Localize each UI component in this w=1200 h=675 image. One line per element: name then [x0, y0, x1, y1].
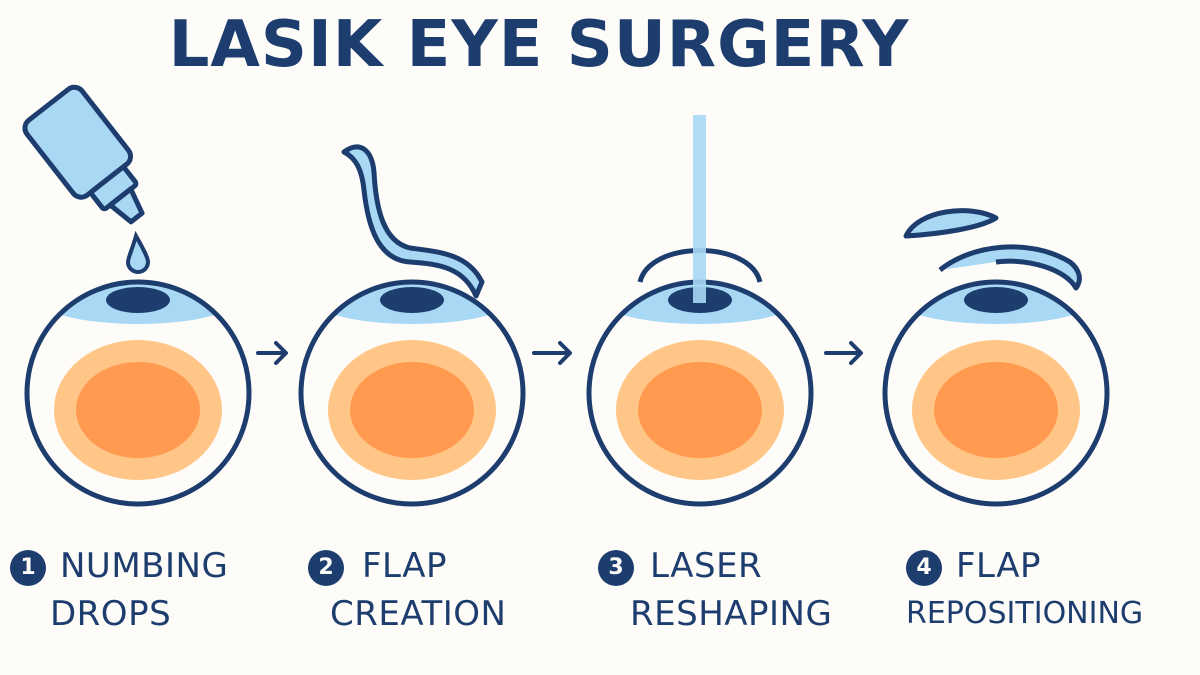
step-2: 2 FLAP CREATION [308, 542, 506, 638]
step-label-line1: NUMBING [60, 546, 229, 586]
flap-reposition-icon [903, 208, 999, 239]
step-number-badge: 3 [598, 550, 634, 586]
step-1: 1 NUMBING DROPS [10, 542, 228, 638]
step-label-line2: RESHAPING [630, 594, 833, 634]
step-label-line1: FLAP [362, 546, 448, 586]
arrow-right-icon [824, 341, 863, 365]
page-title: LASIK EYE SURGERY [168, 8, 910, 82]
eye-2 [298, 279, 526, 507]
arrow-right-icon [532, 341, 572, 365]
step-label: LASER RESHAPING [630, 542, 832, 638]
step-number-badge: 4 [906, 550, 942, 586]
flap-hinge [938, 244, 1082, 291]
drop-icon [125, 230, 151, 274]
eye-4 [882, 279, 1110, 507]
step-label-line2: CREATION [330, 594, 507, 634]
laser-beam-icon [693, 115, 706, 303]
step-4: 4 FLAP REPOSITIONING [906, 542, 1143, 638]
step-label-line1: LASER [650, 546, 763, 586]
step-number-badge: 2 [308, 550, 344, 586]
step-label: NUMBING DROPS [50, 542, 229, 638]
eye-3 [586, 279, 814, 507]
step-label-line2: DROPS [50, 594, 172, 634]
step-label-line2: REPOSITIONING [906, 596, 1144, 631]
eye-drop-bottle-icon [22, 84, 145, 225]
step-label: FLAP CREATION [330, 542, 506, 638]
eye-1 [24, 279, 252, 507]
corneal-flap-icon [341, 144, 485, 299]
step-3: 3 LASER RESHAPING [598, 542, 832, 638]
step-label-line1: FLAP [956, 546, 1042, 586]
step-label: FLAP REPOSITIONING [906, 542, 1143, 638]
arrow-right-icon [256, 341, 288, 365]
step-number-badge: 1 [10, 550, 46, 586]
